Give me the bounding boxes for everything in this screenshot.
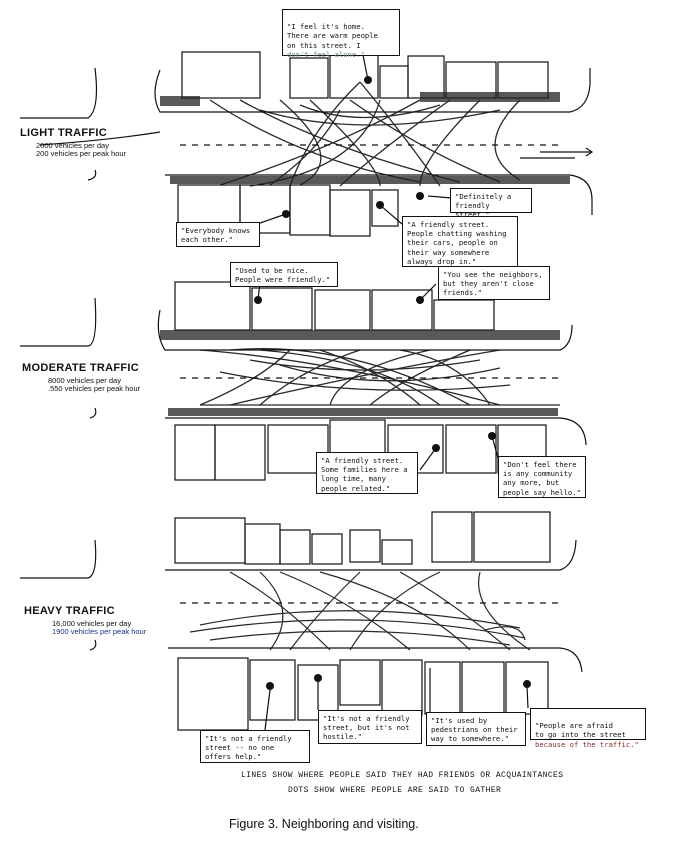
- quote-used-by-pedestrians: "It's used by pedestrians on their way t…: [426, 712, 526, 746]
- legend-lines: LINES SHOW WHERE PEOPLE SAID THEY HAD FR…: [241, 771, 564, 780]
- quote-see-neighbors: "You see the neighbors, but they aren't …: [438, 266, 550, 300]
- quote-afraid-of-traffic-main: "People are afraid to go into the street: [535, 721, 626, 740]
- quote-feel-at-home: "I feel it's home. There are warm people…: [282, 9, 400, 59]
- moderate-traffic-per-peak: .550 vehicles per peak hour: [48, 384, 141, 393]
- moderate-traffic-per-day: 8000 vehicles per day: [48, 376, 121, 385]
- figure-caption: Figure 3. Neighboring and visiting.: [229, 817, 419, 831]
- quote-people-chatting: "A friendly street. People chatting wash…: [402, 216, 518, 267]
- heavy-traffic-title: HEAVY TRAFFIC: [24, 605, 115, 617]
- light-traffic-per-day: 2000 vehicles per day: [36, 141, 109, 150]
- quote-no-community: "Don't feel there is any community any m…: [498, 456, 586, 498]
- quote-definitely-friendly: "Definitely a friendly street.": [450, 188, 532, 219]
- light-traffic-per-peak: 200 vehicles per peak hour: [36, 149, 127, 158]
- heavy-traffic-per-day: 16,000 vehicles per day: [52, 619, 132, 628]
- quote-feel-at-home-end: don't feel alone.": [287, 49, 365, 59]
- moderate-traffic-title: MODERATE TRAFFIC: [22, 362, 140, 374]
- quote-used-to-be-nice: "Used to be nice. People were friendly.": [230, 262, 338, 287]
- quote-everybody-knows: "Everybody knows each other.": [176, 222, 260, 247]
- legend-dots: DOTS SHOW WHERE PEOPLE ARE SAID TO GATHE…: [288, 786, 502, 795]
- quote-no-one-helps: "It's not a friendly street -- no one of…: [200, 730, 310, 763]
- quote-feel-at-home-main: "I feel it's home. There are warm people…: [287, 22, 378, 50]
- light-traffic-title: LIGHT TRAFFIC: [20, 127, 107, 139]
- quote-not-hostile: "It's not a friendly street, but it's no…: [318, 710, 422, 744]
- heavy-traffic-per-peak: 1900 vehicles per peak hour: [52, 627, 147, 636]
- quote-afraid-of-traffic: "People are afraid to go into the street…: [530, 708, 646, 749]
- quote-afraid-of-traffic-end: because of the traffic.": [535, 739, 639, 749]
- quote-families-long-time: "A friendly street. Some families here a…: [316, 452, 418, 494]
